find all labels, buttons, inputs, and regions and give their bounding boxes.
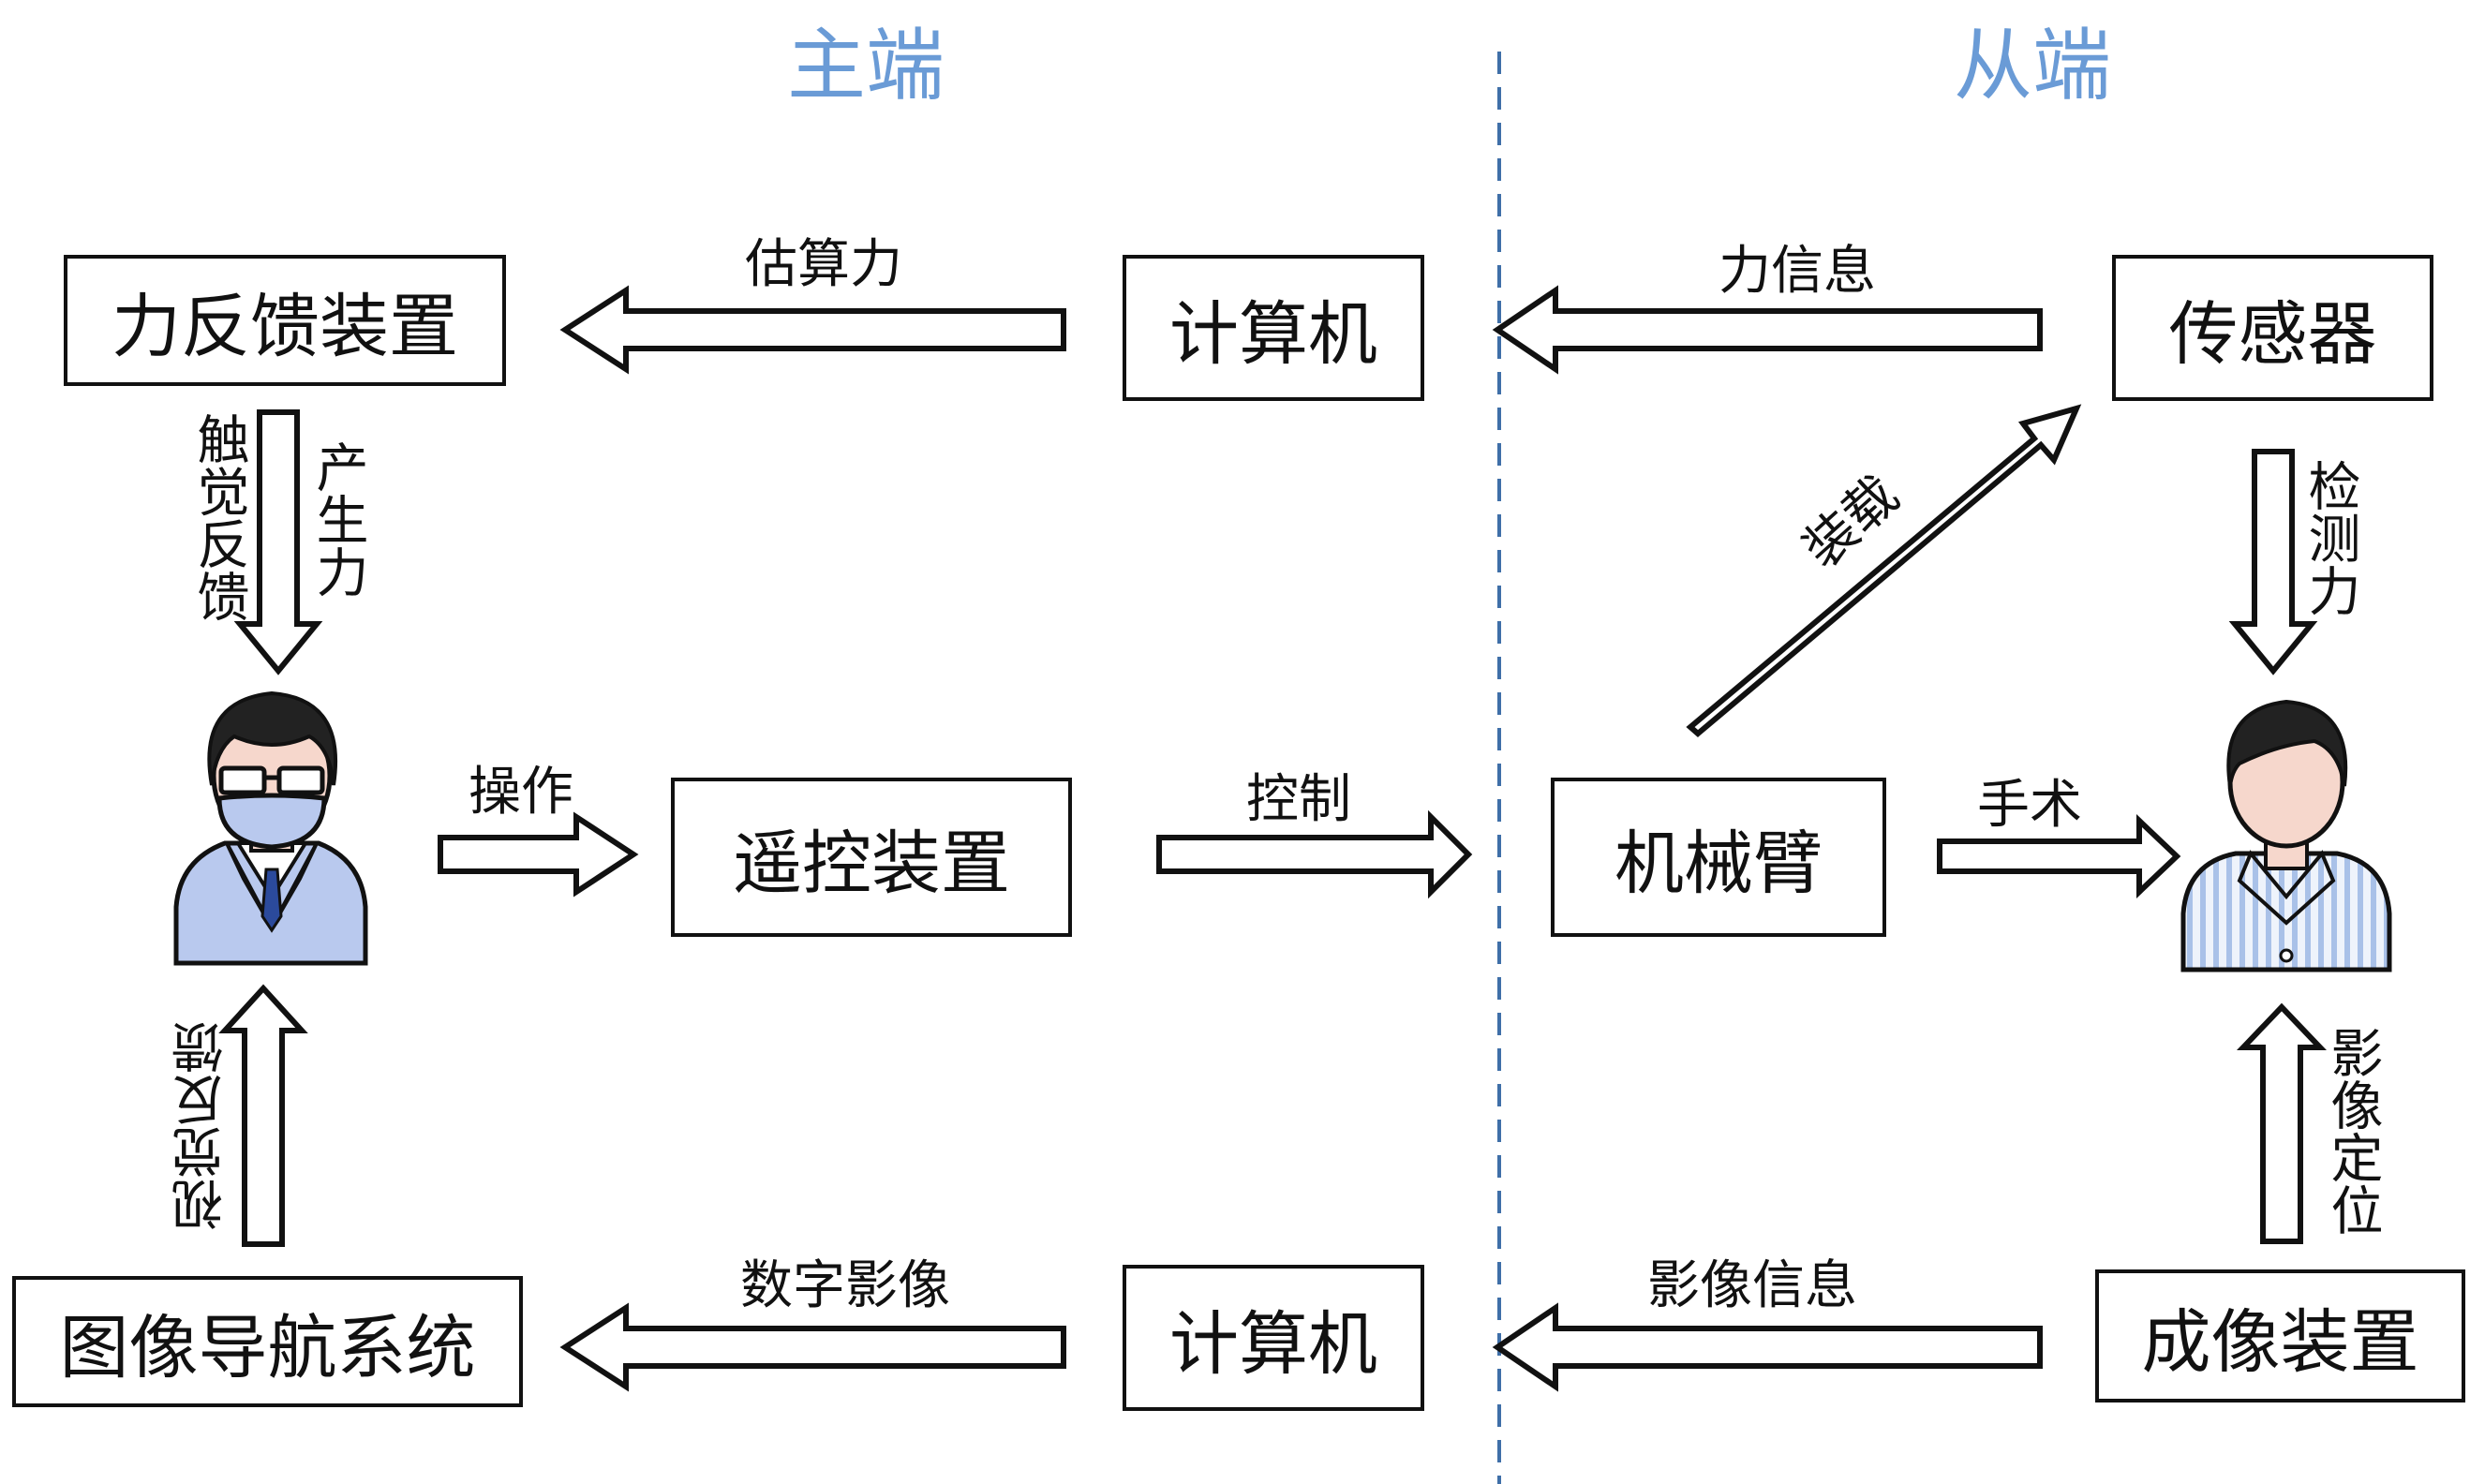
arrow-mount xyxy=(1686,404,2082,737)
arrow-image-info xyxy=(1492,1302,2043,1392)
slave-side-header: 从端 xyxy=(1954,20,2112,111)
label-visual-feedback: 视觉反馈 xyxy=(171,1021,232,1231)
surgeon-lapel-left xyxy=(225,842,274,928)
computer-bottom-box: 计算机 xyxy=(1123,1265,1424,1411)
label-force-info: 力信息 xyxy=(1719,241,1876,302)
patient-collar xyxy=(2237,850,2336,926)
robot-arm-box: 机械臂 xyxy=(1551,778,1886,937)
master-side-header: 主端 xyxy=(787,20,945,111)
surgeon-figure xyxy=(173,690,368,966)
arrow-visual-feedback xyxy=(218,984,308,1247)
surgeon-lapel-right xyxy=(270,842,319,928)
patient-hair xyxy=(2226,699,2348,787)
label-generate-force: 产生力 xyxy=(307,440,368,598)
label-image-localization: 影像定位 xyxy=(2322,1026,2383,1236)
arrow-image-localization xyxy=(2236,1002,2328,1244)
arrow-haptic-feedback xyxy=(233,409,323,675)
imaging-device-box: 成像装置 xyxy=(2095,1269,2465,1402)
force-feedback-device-box: 力反馈装置 xyxy=(64,255,506,386)
teleoperation-device-box: 遥控装置 xyxy=(671,778,1072,937)
label-detect-force: 检测力 xyxy=(2299,459,2360,616)
arrow-detect-force xyxy=(2228,449,2318,675)
label-control: 控制 xyxy=(1246,769,1351,830)
label-estimate-force: 估算力 xyxy=(745,234,902,295)
surgeon-tie xyxy=(260,868,283,933)
label-operate: 操作 xyxy=(469,762,573,823)
image-navigation-system-box: 图像导航系统 xyxy=(12,1276,523,1407)
arrow-estimate-force xyxy=(559,285,1066,375)
patient-figure xyxy=(2180,699,2392,972)
patient-gown-button xyxy=(2279,948,2294,963)
label-haptic-feedback: 触觉反馈 xyxy=(188,412,249,622)
label-image-info: 影像信息 xyxy=(1647,1255,1857,1316)
arrow-digital-image xyxy=(559,1302,1066,1392)
sensor-box: 传感器 xyxy=(2112,255,2433,401)
surgeon-mask xyxy=(216,793,327,850)
arrow-force-info xyxy=(1492,285,2043,375)
computer-top-box: 计算机 xyxy=(1123,255,1424,401)
arrow-surgery xyxy=(1937,814,2181,898)
label-surgery: 手术 xyxy=(1977,775,2082,836)
label-digital-image: 数字影像 xyxy=(740,1255,950,1316)
arrow-control xyxy=(1156,809,1473,899)
surgeon-glasses-right xyxy=(276,765,325,795)
arrow-operate xyxy=(438,811,639,898)
surgeon-hair xyxy=(207,690,338,786)
surgeon-glasses-left xyxy=(218,765,267,795)
